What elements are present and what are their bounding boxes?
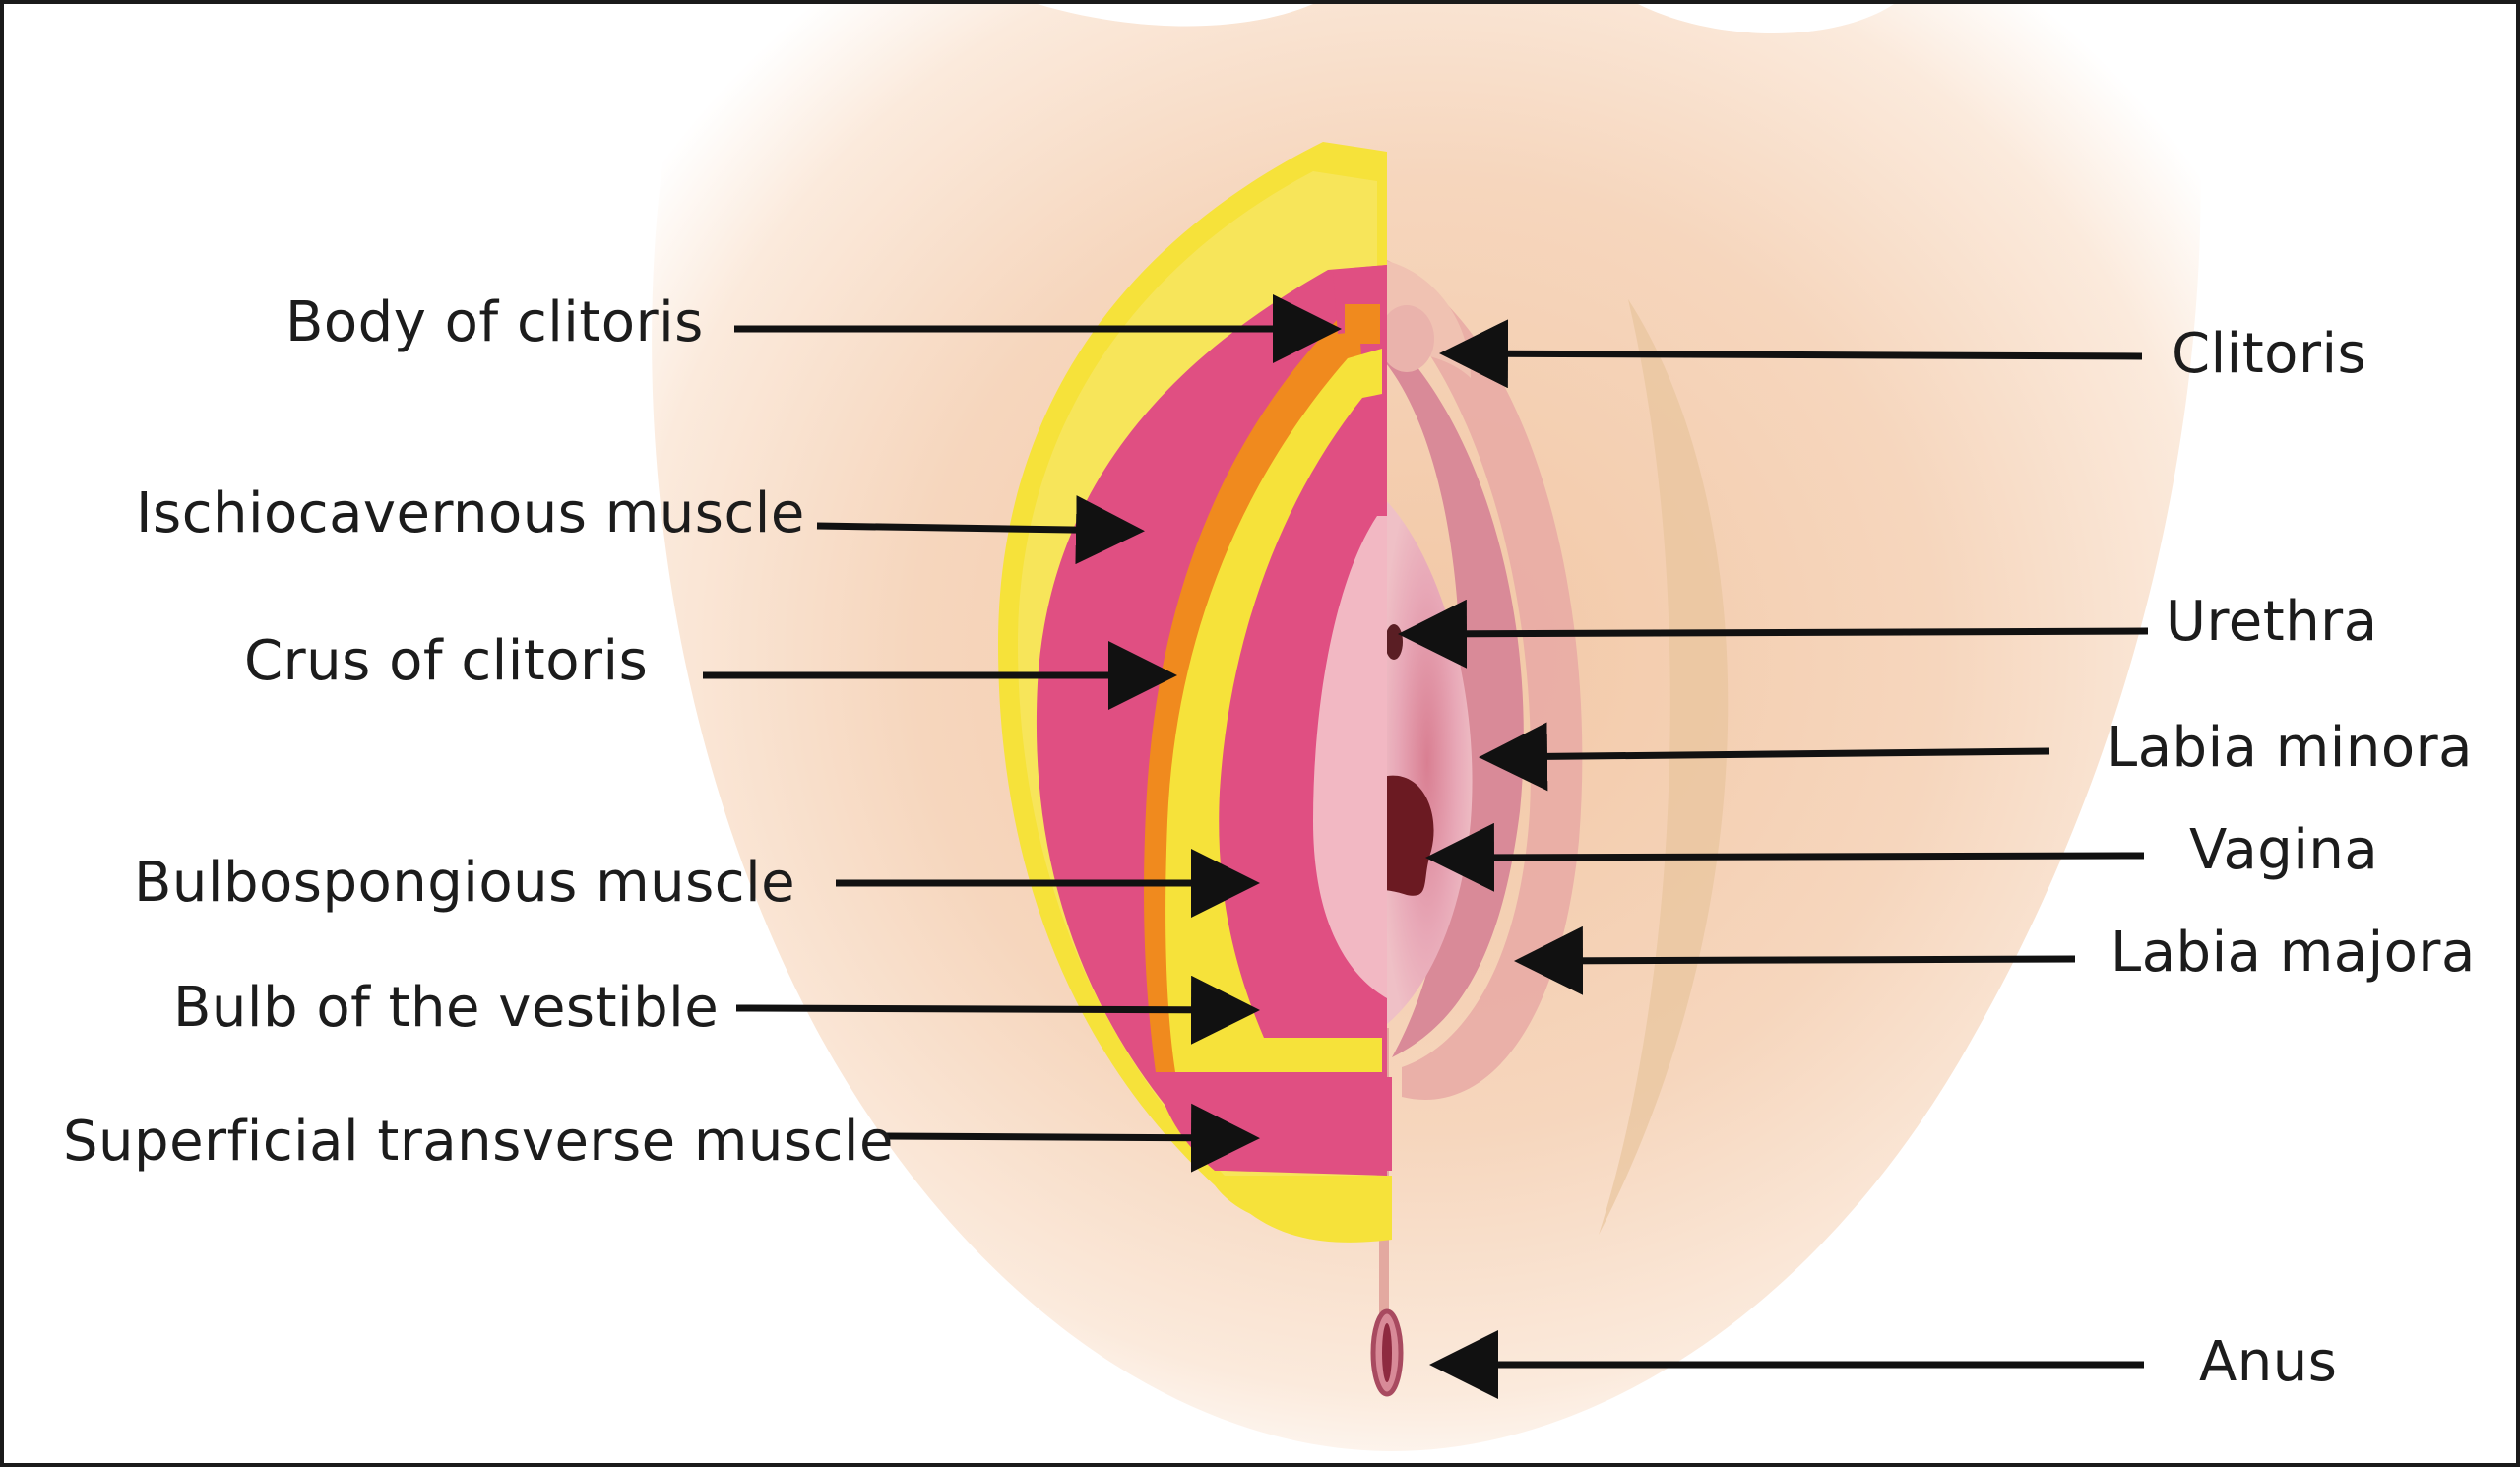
right-thigh-shadow bbox=[1599, 299, 1729, 1235]
arrow-vagina bbox=[1425, 822, 2145, 892]
label-superficial-transverse-muscle: Superficial transverse muscle bbox=[63, 1110, 894, 1174]
arrow-urethra bbox=[1398, 599, 2149, 669]
clitoris-body-orange bbox=[1345, 304, 1380, 344]
anus-inner bbox=[1382, 1323, 1392, 1382]
label-crus-of-clitoris: Crus of clitoris bbox=[244, 629, 649, 693]
label-vagina: Vagina bbox=[2189, 818, 2379, 882]
label-bulb-of-the-vestible: Bulb of the vestible bbox=[173, 976, 720, 1040]
mucosa-strip bbox=[1313, 516, 1387, 998]
clitoris-glans bbox=[1379, 305, 1434, 372]
arrow-bulb-vestible bbox=[735, 975, 1260, 1045]
vaginal-opening bbox=[1382, 775, 1434, 896]
arrow-ischiocavernous bbox=[816, 495, 1145, 565]
arrow-labia-majora bbox=[1514, 925, 2076, 995]
label-anus: Anus bbox=[2199, 1330, 2338, 1394]
anatomy-illustration bbox=[652, 4, 2201, 1451]
fat-layer-bottom bbox=[1215, 1176, 1392, 1243]
label-clitoris: Clitoris bbox=[2172, 322, 2367, 386]
labia-majora-right bbox=[1387, 260, 1583, 1100]
label-labia-minora: Labia minora bbox=[2107, 716, 2473, 780]
label-labia-majora: Labia majora bbox=[2110, 921, 2476, 985]
label-urethra: Urethra bbox=[2166, 590, 2378, 654]
label-body-of-clitoris: Body of clitoris bbox=[285, 290, 704, 354]
arrow-superficial-transverse bbox=[884, 1103, 1260, 1173]
label-bulbospongious-muscle: Bulbospongious muscle bbox=[134, 851, 796, 915]
arrow-clitoris bbox=[1439, 319, 2143, 389]
top-crease bbox=[1038, 4, 1313, 27]
urethral-opening bbox=[1385, 624, 1403, 660]
arrow-labia-minora bbox=[1479, 722, 2050, 792]
top-crease-right bbox=[1638, 4, 1894, 33]
label-ischiocavernous-muscle: Ischiocavernous muscle bbox=[136, 481, 805, 545]
